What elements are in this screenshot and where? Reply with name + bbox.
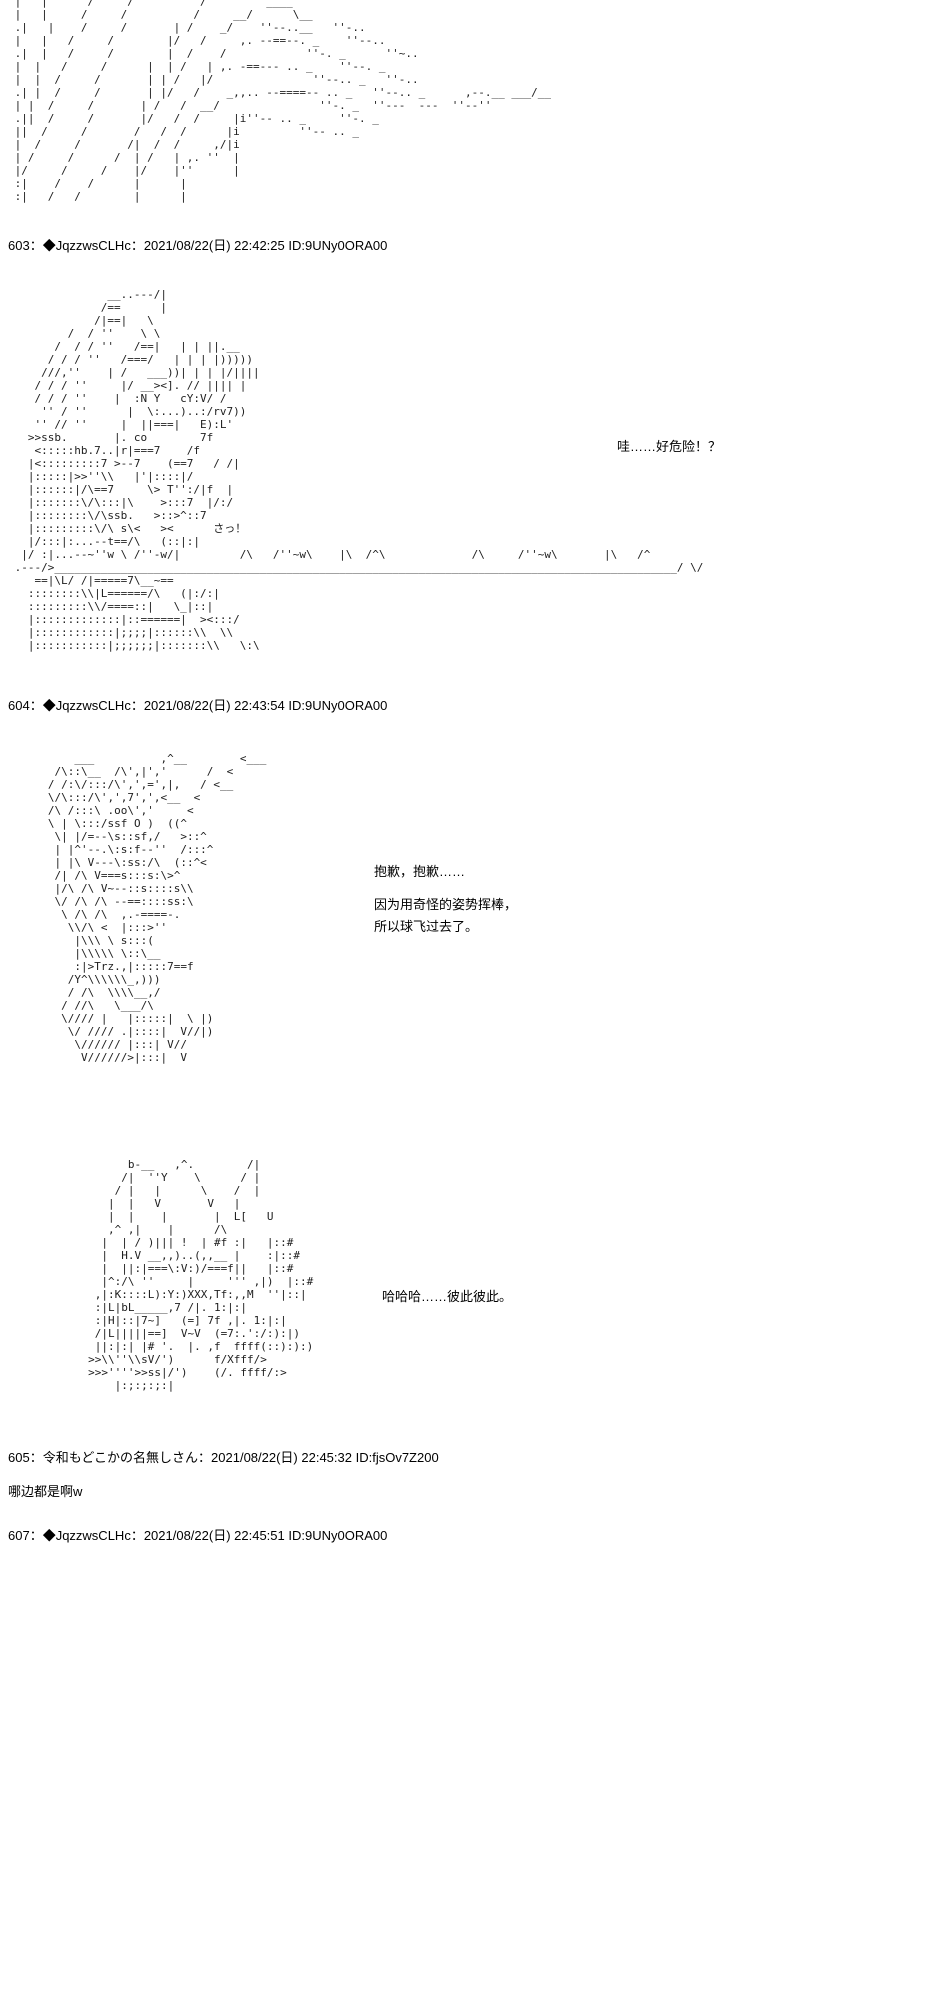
- dialogue-post604-line4: 哈哈哈……彼此彼此。: [382, 1289, 513, 1304]
- aa-art-post603: __..---/| /== | /|==| \ / / '' \ \ / / /…: [14, 288, 704, 652]
- dialogue-post604-line1: 抱歉，抱歉……: [374, 864, 466, 879]
- post-header-607: 607：◆JqzzwsCLHc：2021/08/22(日) 22:45:51 I…: [8, 1528, 388, 1543]
- dialogue-post604-line3: 所以球飞过去了。: [374, 919, 479, 934]
- aa-block-post604-first: ___ ,^__ <___ /\::\__ /\',|',' / < / /:\…: [28, 752, 517, 1064]
- post-header-605: 605：令和もどこかの名無しさん：2021/08/22(日) 22:45:32 …: [8, 1450, 439, 1465]
- post-header-604: 604：◆JqzzwsCLHc：2021/08/22(日) 22:43:54 I…: [8, 698, 388, 713]
- aa-block-post604-second: b-__ ,^. /| /| ''Y \ / | / | | \ / | | |…: [55, 1158, 512, 1392]
- aa-block-post603: __..---/| /== | /|==| \ / / '' \ \ / / /…: [8, 288, 721, 652]
- aa-art-post604-first: ___ ,^__ <___ /\::\__ /\',|',' / < / /:\…: [47, 752, 267, 1064]
- post-body-605: 哪边都是啊w: [8, 1484, 83, 1499]
- aa-art-post602: | | / / / ____ | | / / / __/ \__ .| | / …: [14, 0, 552, 203]
- dialogue-post603-line1: 哇……好危险！？: [617, 439, 722, 454]
- aa-art-post604-second: b-__ ,^. /| /| ''Y \ / | / | | \ / | | |…: [88, 1158, 314, 1392]
- post-header-603: 603：◆JqzzwsCLHc：2021/08/22(日) 22:42:25 I…: [8, 238, 388, 253]
- dialogue-post604-line2: 因为用奇怪的姿势挥棒，: [374, 897, 518, 912]
